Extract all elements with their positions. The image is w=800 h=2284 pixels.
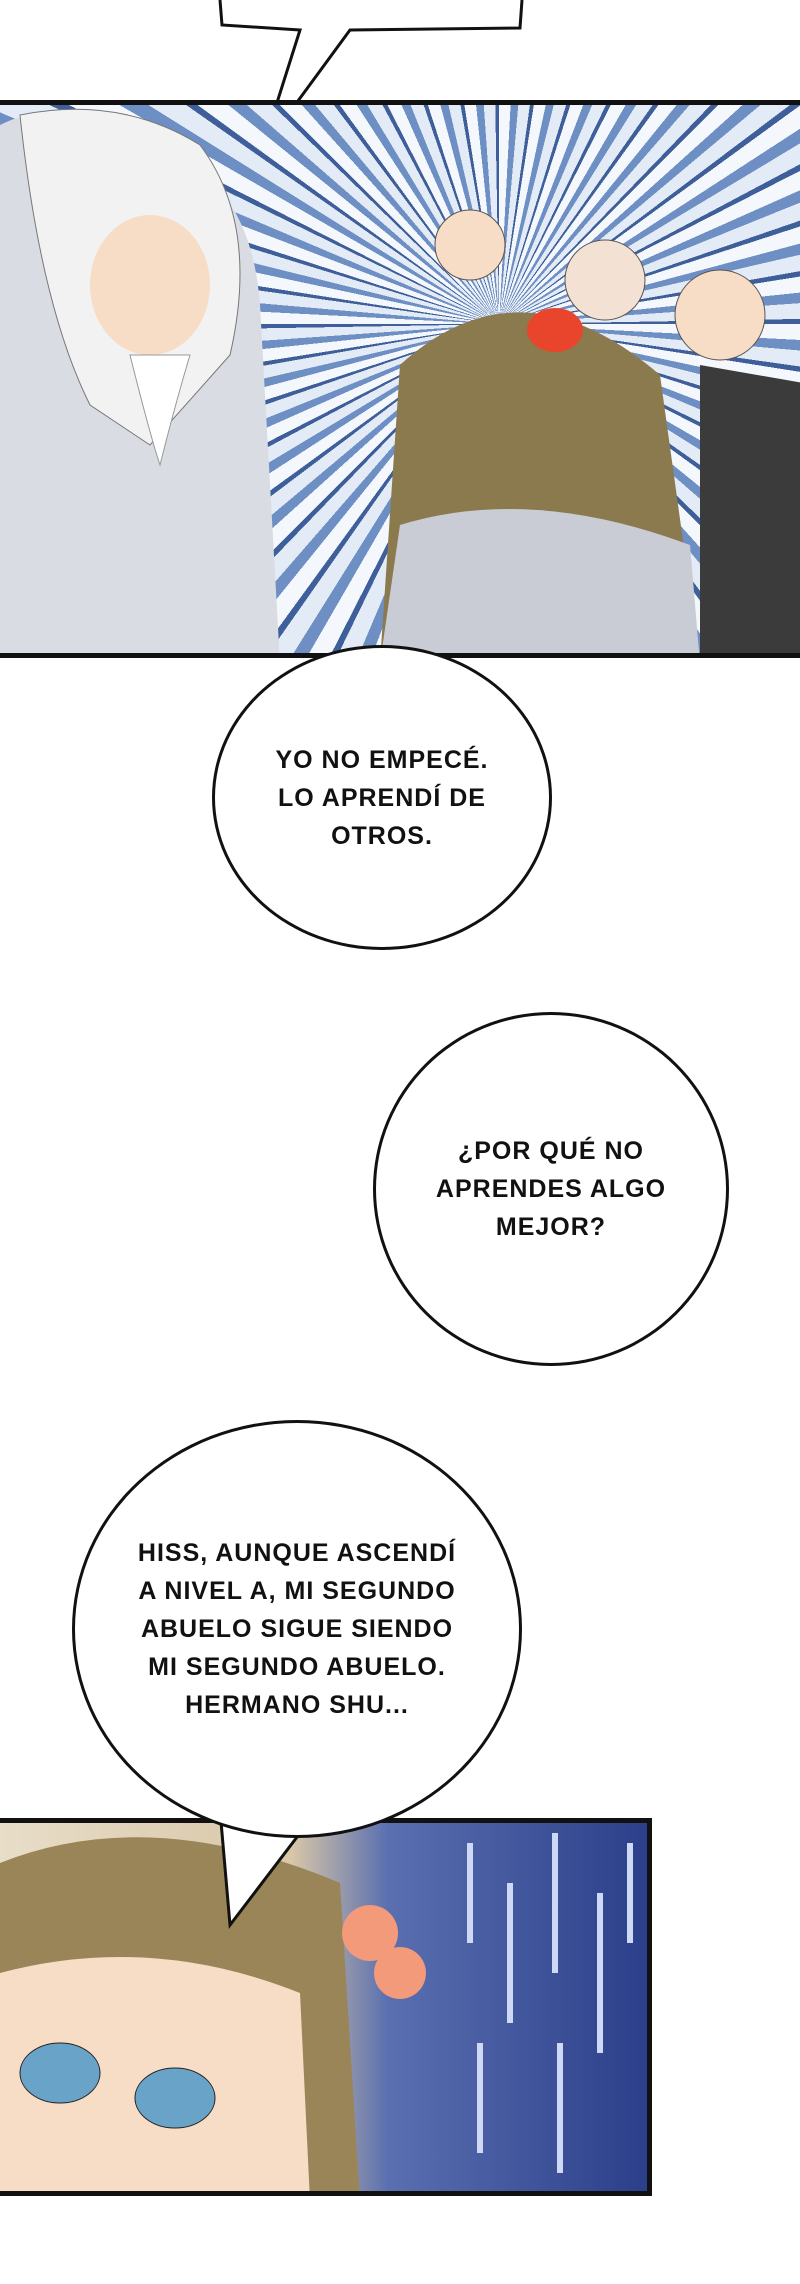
girl-head xyxy=(564,239,646,321)
head-bump xyxy=(527,308,583,352)
boy-face xyxy=(674,269,766,361)
bubble-3-tail xyxy=(218,1809,312,1929)
youth-eye-left xyxy=(19,2042,101,2104)
finger xyxy=(374,1947,426,1999)
panel1-illustration xyxy=(0,108,800,653)
youth-armor xyxy=(381,509,700,653)
elder-face xyxy=(90,215,210,355)
elder-beard xyxy=(129,354,191,467)
finger xyxy=(342,1905,398,1961)
speech-text-2: ¿POR QUÉ NO APRENDES ALGO MEJOR? xyxy=(435,1137,667,1241)
panel2-illustration xyxy=(0,1833,633,2191)
speech-text-1: YO NO EMPECÉ. LO APRENDÍ DE OTROS. xyxy=(275,745,489,850)
fist xyxy=(434,209,506,281)
youth-eye-right xyxy=(134,2067,216,2129)
speech-text-3: HISS, AUNQUE ASCENDÍ A NIVEL A, MI SEGUN… xyxy=(137,1539,457,1719)
boy-clothes xyxy=(700,365,800,653)
speech-bubble-3: HISS, AUNQUE ASCENDÍ A NIVEL A, MI SEGUN… xyxy=(72,1420,522,1838)
speech-bubble-2: ¿POR QUÉ NO APRENDES ALGO MEJOR? xyxy=(373,1012,729,1366)
rain-lines xyxy=(467,1833,633,2173)
elder-punch-panel xyxy=(0,100,800,658)
pained-youth-panel xyxy=(0,1818,652,2196)
speech-bubble-1: YO NO EMPECÉ. LO APRENDÍ DE OTROS. xyxy=(212,645,552,950)
